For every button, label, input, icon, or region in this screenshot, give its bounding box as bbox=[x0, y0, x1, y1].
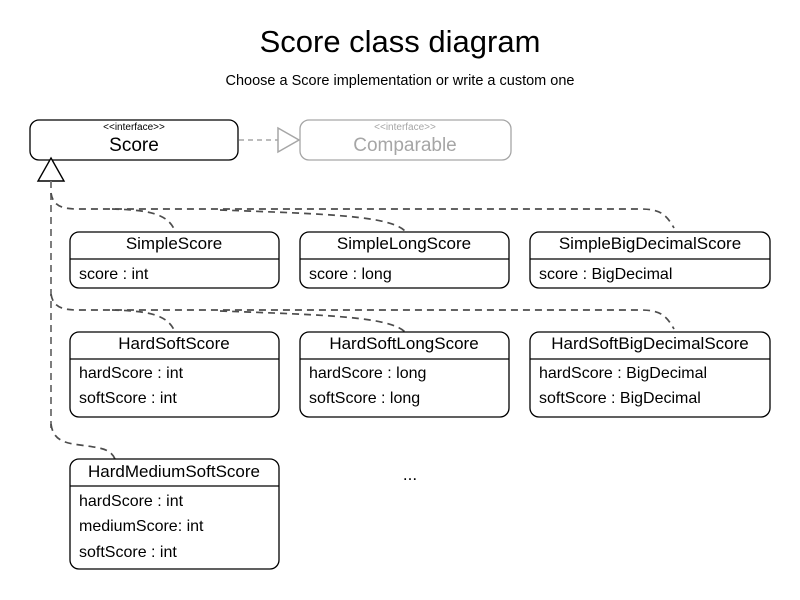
realization-arrowhead-icon bbox=[277, 126, 301, 154]
generalization-edges-row1 bbox=[50, 192, 675, 232]
branch-to-hardmediumsoftscore bbox=[50, 423, 116, 460]
node-hardsoftbigdecimalscore-title: HardSoftBigDecimalScore bbox=[551, 334, 748, 353]
branch-rail-row1 bbox=[50, 192, 675, 229]
node-simplelongscore[interactable]: SimpleLongScore score : long bbox=[299, 231, 510, 289]
node-hardsoftbigdecimalscore-attr-1: softScore : BigDecimal bbox=[539, 390, 701, 407]
node-simplebigdecimalscore-box bbox=[529, 231, 771, 289]
node-simplelongscore-box bbox=[299, 231, 510, 289]
node-hardsoftlongscore-title: HardSoftLongScore bbox=[329, 334, 478, 353]
node-simplescore[interactable]: SimpleScore score : int bbox=[69, 231, 280, 289]
page-subtitle: Choose a Score implementation or write a… bbox=[226, 73, 575, 89]
node-hardsoftscore-box bbox=[69, 331, 280, 418]
node-hardsoftlongscore-attr-0: hardScore : long bbox=[309, 365, 426, 382]
node-simplebigdecimalscore-attr-0: score : BigDecimal bbox=[539, 266, 672, 283]
node-simplescore-title: SimpleScore bbox=[126, 234, 222, 253]
node-simplebigdecimalscore[interactable]: SimpleBigDecimalScore score : BigDecimal bbox=[529, 231, 771, 289]
node-hardsoftbigdecimalscore[interactable]: HardSoftBigDecimalScore hardScore : BigD… bbox=[529, 331, 771, 418]
node-score-interface[interactable]: <<interface>> Score bbox=[29, 119, 239, 161]
node-hardsoftbigdecimalscore-box bbox=[529, 331, 771, 418]
node-comparable-interface[interactable]: <<interface>> Comparable bbox=[299, 119, 512, 161]
branch-to-simplescore bbox=[111, 208, 176, 232]
node-hardmediumsoftscore-attr-2: softScore : int bbox=[79, 544, 177, 561]
branch-to-hardsoftscore bbox=[111, 309, 176, 333]
node-hardmediumsoftscore-attr-1: mediumScore: int bbox=[79, 518, 204, 535]
generalization-edges-row2 bbox=[50, 293, 675, 333]
node-hardmediumsoftscore-title: HardMediumSoftScore bbox=[88, 462, 260, 481]
more-implementations-ellipsis: ... bbox=[403, 465, 417, 484]
comparable-stereotype-label: <<interface>> bbox=[374, 122, 436, 133]
node-score-box bbox=[29, 119, 239, 161]
score-name-label: Score bbox=[109, 135, 159, 156]
node-hardmediumsoftscore-attr-0: hardScore : int bbox=[79, 493, 184, 510]
branch-to-hardsoftlongscore bbox=[219, 310, 406, 333]
branch-to-simplelongscore bbox=[219, 209, 406, 232]
page-title: Score class diagram bbox=[260, 24, 541, 59]
generalization-triangle-icon bbox=[36, 156, 66, 182]
score-stereotype-label: <<interface>> bbox=[103, 122, 165, 133]
node-hardsoftscore-title: HardSoftScore bbox=[118, 334, 230, 353]
node-simplescore-box bbox=[69, 231, 280, 289]
node-simplescore-attr-0: score : int bbox=[79, 266, 149, 283]
node-simplelongscore-title: SimpleLongScore bbox=[337, 234, 471, 253]
node-hardsoftlongscore[interactable]: HardSoftLongScore hardScore : long softS… bbox=[299, 331, 510, 418]
node-hardsoftbigdecimalscore-attr-0: hardScore : BigDecimal bbox=[539, 365, 707, 382]
node-hardsoftscore[interactable]: HardSoftScore hardScore : int softScore … bbox=[69, 331, 280, 418]
node-hardmediumsoftscore[interactable]: HardMediumSoftScore hardScore : int medi… bbox=[69, 458, 280, 570]
node-simplelongscore-attr-0: score : long bbox=[309, 266, 392, 283]
comparable-name-label: Comparable bbox=[353, 135, 457, 156]
node-simplebigdecimalscore-title: SimpleBigDecimalScore bbox=[559, 234, 741, 253]
node-hardsoftscore-attr-1: softScore : int bbox=[79, 390, 177, 407]
node-hardsoftlongscore-attr-1: softScore : long bbox=[309, 390, 420, 407]
node-hardsoftlongscore-box bbox=[299, 331, 510, 418]
node-hardsoftscore-attr-0: hardScore : int bbox=[79, 365, 184, 382]
realization-edge-score-to-comparable bbox=[239, 126, 301, 154]
branch-rail-row2 bbox=[50, 293, 675, 330]
